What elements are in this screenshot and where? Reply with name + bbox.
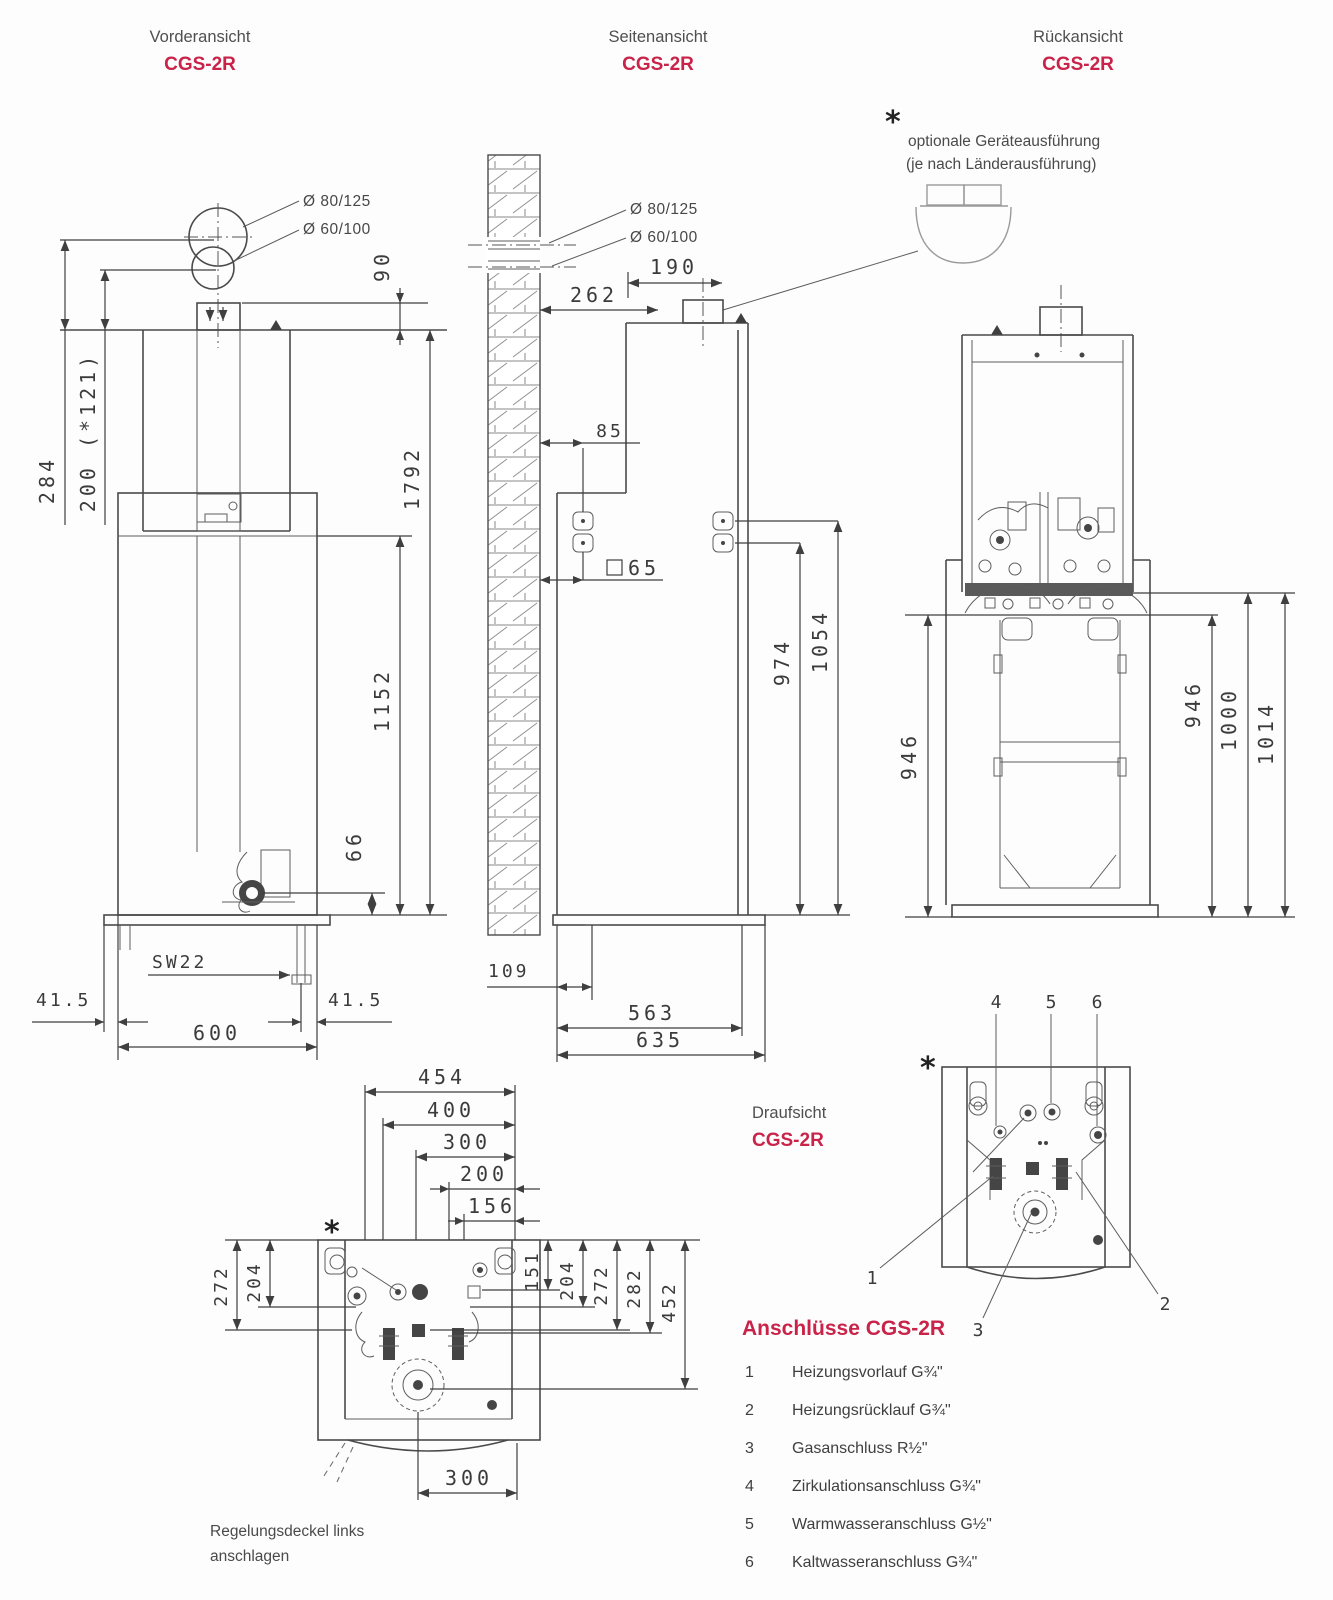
dim-rear-946-left: 946 [897,732,921,780]
legend-no-6: 6 [745,1554,754,1571]
optional-note-line2: (je nach Länderausführung) [906,156,1096,173]
callout-2: 2 [1160,1294,1171,1315]
rear-view-title: Rückansicht [1033,28,1123,46]
top-view-dimensions: 454 400 300 200 156 272 204 151 204 272 [211,1065,700,1500]
front-view-model: CGS-2R [164,54,236,75]
dim-top-454: 454 [418,1065,466,1089]
dim-side-109: 109 [488,961,530,982]
dim-front-sw22: SW22 [152,952,207,973]
dim-side-65: 65 [628,556,660,580]
callout-1: 1 [867,1268,878,1289]
dim-top-300-front: 300 [445,1466,493,1490]
dim-front-1792: 1792 [400,446,424,510]
legend-no-4: 4 [745,1478,754,1495]
dim-front-600: 600 [193,1021,241,1045]
side-view-dimensions: 190 262 85 65 974 1054 109 563 [487,255,850,1062]
burner-assembly [222,849,295,913]
callout-5: 5 [1046,992,1057,1013]
rear-view [945,285,1159,918]
rear-view-dimensions: 946 946 1000 1014 [897,592,1295,918]
top-view: * [210,1104,827,1565]
side-flue-outer-label: Ø 80/125 [630,201,698,218]
side-view: Ø 80/125 Ø 60/100 [468,154,766,936]
dim-side-635: 635 [636,1028,684,1052]
dim-side-1054: 1054 [808,609,832,673]
dim-rear-1014: 1014 [1254,701,1278,765]
dim-top-400: 400 [427,1098,475,1122]
optional-version-note: * optionale Geräteausführung (je nach Lä… [885,105,1100,173]
asterisk-marker: * [885,105,901,140]
callout-3: 3 [973,1320,984,1341]
top-view-internals [324,1247,516,1412]
side-view-model: CGS-2R [622,54,694,75]
dim-front-284: 284 [35,456,59,504]
dim-rear-946-right: 946 [1181,680,1205,728]
legend-label-6: Kaltwasseranschluss G¾" [792,1554,977,1571]
callout-4: 4 [991,992,1002,1013]
legend-label-2: Heizungsrücklauf G¾" [792,1402,951,1419]
legend-label-1: Heizungsvorlauf G¾" [792,1364,943,1381]
side-view-title: Seitenansicht [608,28,707,46]
front-view-title: Vorderansicht [150,28,251,46]
view-headers: Vorderansicht CGS-2R Seitenansicht CGS-2… [150,28,1124,75]
legend-no-5: 5 [745,1516,754,1533]
dim-top-272-right: 272 [591,1264,612,1306]
top-view-asterisk: * [324,1215,340,1250]
dim-top-204-left: 204 [244,1261,265,1303]
dim-top-151: 151 [522,1250,543,1292]
hydraulic-components [965,492,1133,610]
dim-top-200: 200 [460,1162,508,1186]
dim-top-156: 156 [468,1194,516,1218]
legend-label-4: Zirkulationsanschluss G¾" [792,1478,981,1495]
hinge-note-line2: anschlagen [210,1548,289,1565]
dim-side-190: 190 [650,255,698,279]
dim-front-200: 200 (*121) [76,352,100,512]
dim-side-85: 85 [596,421,624,442]
dim-front-415-left: 41.5 [36,990,91,1011]
dim-side-262: 262 [570,283,618,307]
rear-view-model: CGS-2R [1042,54,1114,75]
dim-front-415-right: 41.5 [328,990,383,1011]
front-view: Ø 80/125 Ø 60/100 [60,193,447,985]
dim-top-204-right: 204 [557,1259,578,1301]
dim-top-452: 452 [659,1281,680,1323]
connections-legend: Anschlüsse CGS-2R 1 Heizungsvorlauf G¾" … [742,1317,992,1571]
optional-note-line1: optionale Geräteausführung [908,133,1100,150]
top-view-model: CGS-2R [752,1130,824,1151]
top-view-title: Draufsicht [752,1104,827,1122]
dim-top-300: 300 [443,1130,491,1154]
callout-6: 6 [1092,992,1103,1013]
legend-no-1: 1 [745,1364,754,1381]
legend-label-5: Warmwasseranschluss G½" [792,1516,992,1533]
dim-front-1152: 1152 [370,668,394,732]
legend-no-2: 2 [745,1402,754,1419]
dim-front-90: 90 [370,250,394,282]
dim-top-272-left: 272 [211,1265,232,1307]
legend-title: Anschlüsse CGS-2R [742,1317,945,1340]
connection-detail-view: * [867,992,1171,1341]
side-flue-inner-label: Ø 60/100 [630,229,698,246]
front-flue-inner-label: Ø 60/100 [303,221,371,238]
dim-rear-1000: 1000 [1217,687,1241,751]
dim-front-66: 66 [342,830,366,862]
wall-section [487,154,541,936]
legend-no-3: 3 [745,1440,754,1457]
optional-flue-dome [722,184,1012,311]
dim-side-974: 974 [770,638,794,686]
detail-asterisk: * [920,1051,936,1086]
dim-side-563: 563 [628,1001,676,1025]
front-flue-outer-label: Ø 80/125 [303,193,371,210]
dim-top-282: 282 [624,1267,645,1309]
legend-label-3: Gasanschluss R½" [792,1440,928,1457]
hinge-note-line1: Regelungsdeckel links [210,1523,364,1540]
front-view-dimensions: 284 200 (*121) 90 1792 1152 66 SW22 41.5 [32,239,447,1060]
